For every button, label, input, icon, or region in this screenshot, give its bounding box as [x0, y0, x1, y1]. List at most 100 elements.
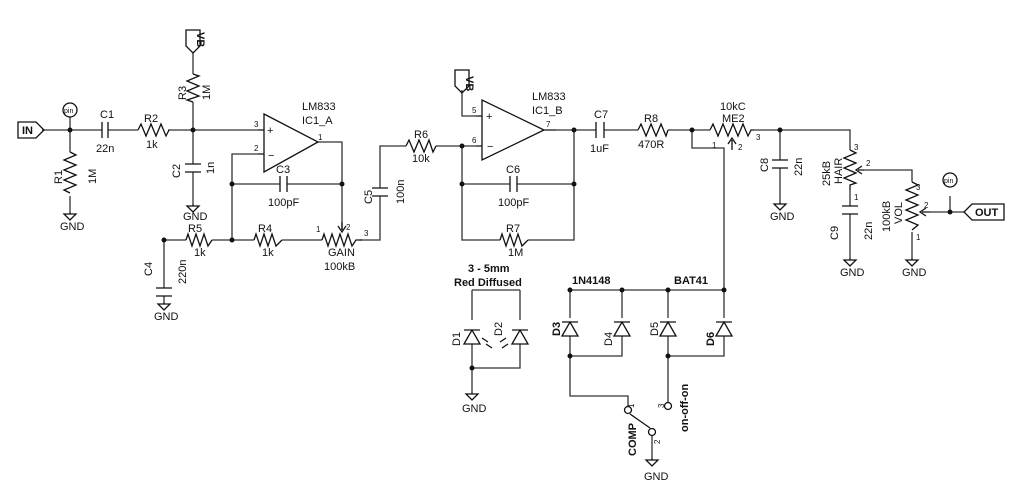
hair-value: 25kB	[821, 161, 833, 186]
diode-d5: D5	[649, 320, 678, 337]
test-pin-1-label: pin	[64, 108, 73, 115]
r4-value: 1k	[262, 247, 274, 259]
resistor-r4: R4 1k	[253, 223, 283, 259]
d3-ref: D3	[551, 322, 563, 336]
output-port-label: OUT	[975, 207, 999, 219]
hair-pin-3: 3	[854, 143, 859, 152]
test-pin-2-label: pin	[944, 178, 953, 185]
comp-ref: COMP	[627, 423, 639, 456]
ic1b-pin-6: 6	[472, 136, 477, 145]
comp-pin-1: 1	[627, 403, 636, 408]
gain-pin-1: 1	[316, 225, 321, 234]
c2-value: 1n	[205, 162, 217, 174]
vol-pin-3: 3	[916, 183, 921, 192]
c9-ref: C9	[829, 226, 841, 240]
led-d2: D2	[493, 322, 530, 349]
input-port: IN	[17, 121, 45, 139]
capacitor-c6: C6 100pF	[498, 164, 529, 209]
ic1b-ref: IC1_B	[532, 105, 563, 117]
c3-value: 100pF	[268, 197, 299, 209]
potentiometer-vol: 100kB VOL 1 2 3	[881, 181, 930, 242]
resistor-r8: R8 470R	[637, 113, 669, 151]
ground-c2: GND	[183, 204, 208, 223]
r2-value: 1k	[146, 139, 158, 151]
ground-led-label: GND	[462, 403, 487, 415]
ic1b-pin-7: 7	[546, 120, 551, 129]
vol-pin-1: 1	[916, 233, 921, 242]
gain-pin-2: 2	[346, 223, 351, 232]
resistor-r1: R1 1M	[53, 151, 99, 194]
c9-value: 22n	[863, 222, 875, 240]
c8-ref: C8	[759, 158, 771, 172]
r2-ref: R2	[144, 113, 158, 125]
comp-pin-2: 2	[653, 439, 662, 444]
r1-value: 1M	[87, 169, 99, 184]
potentiometer-me2: 10kC ME2 1 2 3	[709, 101, 761, 152]
resistor-r2: R2 1k	[137, 113, 170, 151]
test-pin-2: pin	[942, 172, 958, 188]
ic1a-pin-3: 3	[254, 120, 259, 129]
ic1a-pin-1: 1	[318, 133, 323, 142]
c7-value: 1uF	[590, 143, 609, 155]
d2-ref: D2	[493, 322, 505, 336]
r8-value: 470R	[638, 139, 664, 151]
vb-port-1-label: VB	[194, 32, 206, 47]
r5-ref: R5	[188, 223, 202, 235]
vb-port-1: VB	[185, 29, 206, 54]
comp-pin-3: 3	[657, 403, 666, 408]
ground-c2-label: GND	[183, 211, 208, 223]
ground-c4-label: GND	[154, 311, 179, 323]
resistor-r7: R7 1M	[499, 223, 529, 259]
me2-pin-1: 1	[712, 141, 717, 150]
r4-ref: R4	[258, 223, 272, 235]
r3-ref: R3	[177, 86, 189, 100]
c5-value: 100n	[395, 180, 407, 204]
test-pin-1: pin	[62, 102, 78, 118]
ground-led: GND	[462, 392, 487, 415]
ground-c4: GND	[154, 302, 179, 323]
ic1a-plus: +	[267, 125, 273, 137]
ic1a-ref: IC1_A	[302, 115, 333, 127]
led-note-line2: Red Diffused	[454, 277, 522, 289]
wires	[42, 52, 964, 458]
opamp-ic1-a: + − 3 2 1 LM833 IC1_A	[254, 101, 336, 174]
junctions	[67, 127, 953, 371]
ic1a-part: LM833	[302, 101, 336, 113]
capacitor-c8: C8 22n	[759, 158, 805, 176]
ic1b-plus: +	[486, 111, 492, 123]
ground-vol-label: GND	[902, 267, 927, 279]
d4-ref: D4	[603, 332, 615, 346]
capacitor-c2: C2 1n	[171, 162, 217, 178]
ground-c9-label: GND	[840, 267, 865, 279]
capacitor-c3: C3 100pF	[268, 164, 299, 209]
c3-ref: C3	[276, 164, 290, 176]
comp-mode: on-off-on	[679, 383, 691, 432]
vol-pin-2: 2	[924, 201, 929, 210]
r5-value: 1k	[194, 247, 206, 259]
me2-ref: ME2	[722, 113, 745, 125]
vol-ref: VOL	[893, 202, 905, 224]
d1-ref: D1	[451, 332, 463, 346]
c6-value: 100pF	[498, 197, 529, 209]
vb-port-2-label: VB	[463, 76, 475, 91]
ic1a-pin-2: 2	[254, 144, 259, 153]
resistor-r3: R3 1M	[177, 73, 213, 103]
diode-d4: D4	[603, 320, 632, 346]
c4-value: 220n	[177, 260, 189, 284]
ic1b-part: LM833	[532, 91, 566, 103]
vb-port-2: VB	[454, 69, 475, 94]
me2-pin-2: 2	[738, 143, 743, 152]
c8-value: 22n	[793, 158, 805, 176]
diode-d3: D3	[551, 320, 580, 337]
ground-symbols: GND GND GND GND GND GND GND GND	[60, 202, 927, 483]
r6-value: 10k	[412, 153, 430, 165]
ge-diode-note: BAT41	[674, 275, 708, 287]
ground-r1: GND	[60, 212, 85, 233]
ic1b-minus: −	[487, 141, 493, 153]
c5-ref: C5	[363, 190, 375, 204]
opamp-ic1-b: + − 5 6 7 LM833 IC1_B	[472, 91, 566, 162]
ground-c9: GND	[840, 258, 865, 279]
r7-value: 1M	[508, 247, 523, 259]
led-note-line1: 3 - 5mm	[468, 263, 510, 275]
